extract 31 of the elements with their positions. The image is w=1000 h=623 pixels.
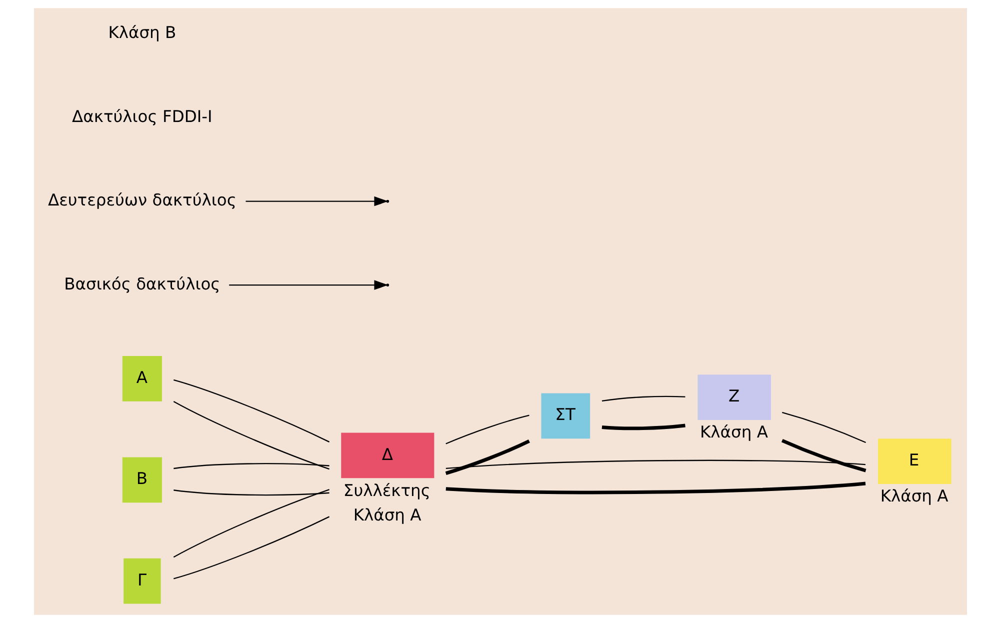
node-text: Βασικός δακτύλιος [64,274,220,294]
connector [601,424,685,430]
label: Κλάση Β [108,23,176,42]
node-label: Συλλέκτης [342,480,430,500]
node-label: Κλάση Α [352,505,421,524]
arrow [245,196,388,206]
connector [445,414,529,444]
node-box: Γ [123,558,160,604]
connector [601,396,685,402]
node-box: Α [122,356,162,402]
node-label: Κλάση Α [880,486,948,506]
connector [445,482,866,494]
connector [445,460,865,470]
connector [173,379,330,442]
node-box: Ε [878,438,951,484]
node-box: Β [122,457,162,503]
connector [172,489,329,558]
connector [444,439,530,476]
connector [173,463,329,470]
node-box: Ζ [697,374,770,420]
connector [172,401,329,470]
node-text: Δευτερεύων δακτύλιος [47,190,236,210]
connector [173,490,329,496]
node-box: ΣΤ [540,393,590,439]
node-box: Δ [340,432,434,478]
connector [781,412,866,444]
label: Δακτύλιος FDDI-I [72,106,212,126]
connector [780,438,866,472]
connector [173,516,330,580]
arrow [228,280,388,290]
node-label: Κλάση Α [700,422,768,442]
